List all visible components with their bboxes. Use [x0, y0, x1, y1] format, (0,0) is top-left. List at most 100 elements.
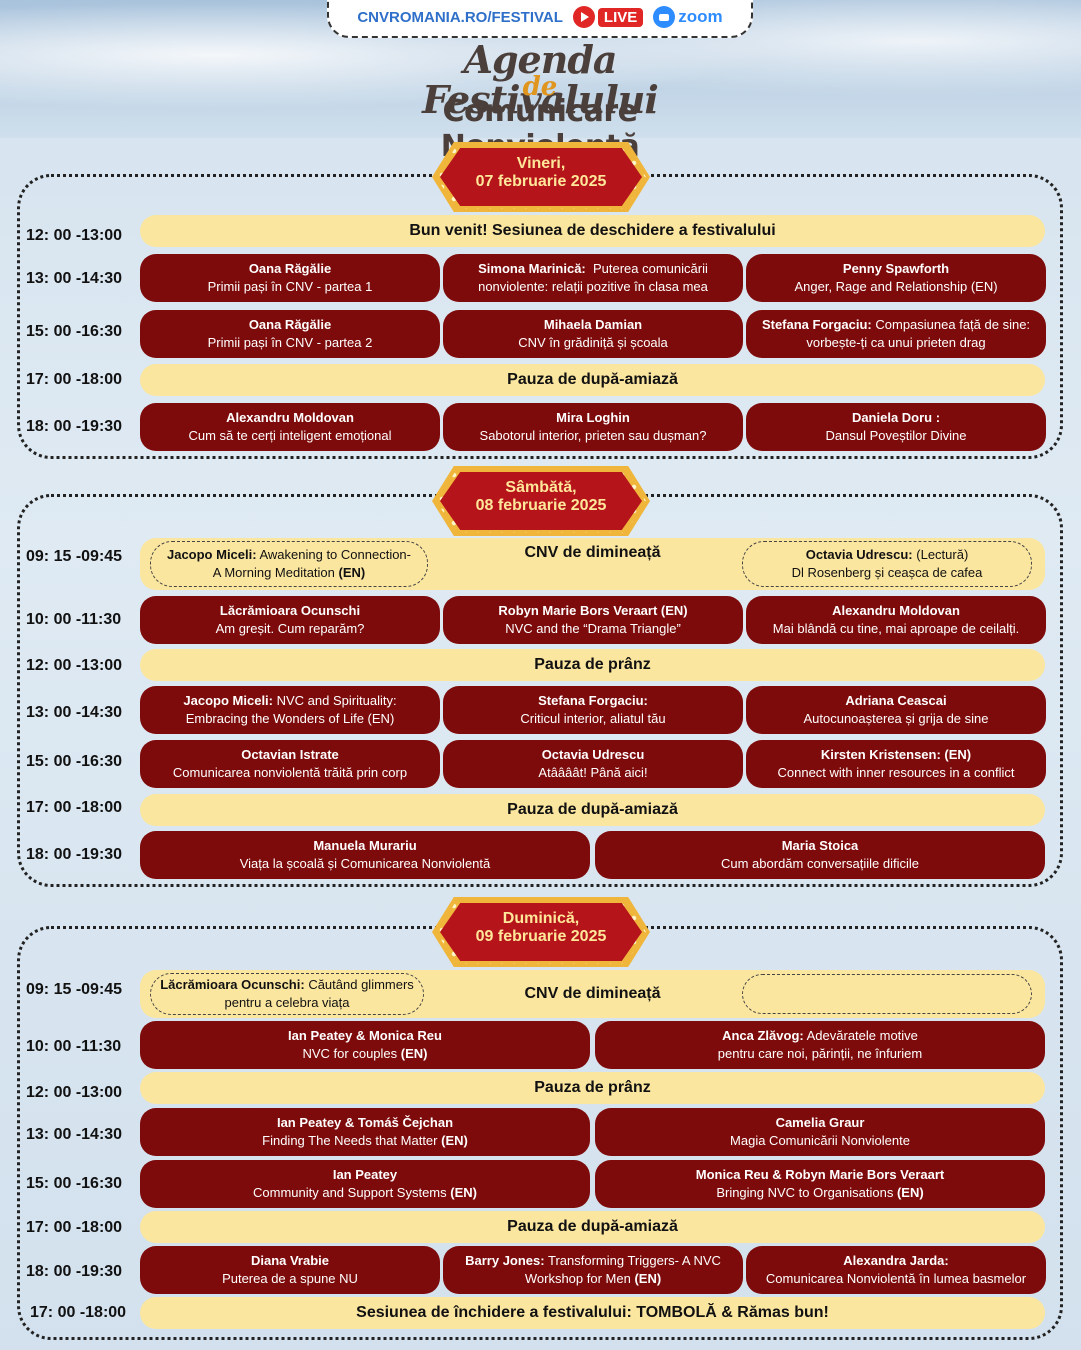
break-row: Pauza de prânz [140, 649, 1045, 681]
session-card[interactable]: Maria Stoica Cum abordăm conversațiile d… [595, 831, 1045, 879]
speaker-name: Alexandru Moldovan [226, 410, 354, 425]
session-title: Comunicarea Nonviolentă în lumea basmelo… [765, 1271, 1027, 1286]
session-title: Magia Comunicării Nonviolente [730, 1133, 910, 1148]
title-line-2: de [522, 72, 558, 102]
session-card[interactable]: Octavia Udrescu Atâââât! Până aici! [443, 740, 743, 788]
session-title-cont: A Morning Meditation [212, 565, 335, 580]
session-card[interactable]: Mira Loghin Sabotorul interior, prieten … [443, 403, 743, 451]
session-card[interactable]: Camelia Graur Magia Comunicării Nonviole… [595, 1108, 1045, 1156]
session-card[interactable]: Stefana Forgaciu: Compasiunea față de si… [746, 310, 1046, 358]
speaker-name: Maria Stoica [781, 838, 859, 853]
session-card[interactable]: Diana Vrabie Puterea de a spune NU [140, 1246, 440, 1294]
session-card[interactable]: Barry Jones: Transforming Triggers- A NV… [443, 1246, 743, 1294]
speaker-name: Alexandru Moldovan [832, 603, 960, 618]
session-card[interactable]: Simona Marinică: Puterea comunicării non… [443, 254, 743, 302]
time-slot: 15: 00 -16:30 [26, 323, 123, 340]
session-card[interactable]: Monica Reu & Robyn Marie Bors Veraart Br… [595, 1160, 1045, 1208]
session-card[interactable]: Kirsten Kristensen: (EN) Connect with in… [746, 740, 1046, 788]
break-row: Pauza de prânz [140, 1072, 1045, 1104]
day-name: Vineri, [516, 155, 566, 172]
session-card[interactable]: Ian Peatey Community and Support Systems… [140, 1160, 590, 1208]
session-card[interactable]: Ian Peatey & Tomáš Čejchan Finding The N… [140, 1108, 590, 1156]
time-slot: 17: 00 -18:00 [30, 1304, 127, 1321]
day-badge-vineri: Vineri,07 februarie 2025 [432, 142, 650, 212]
session-title: (Lectură) [916, 547, 969, 562]
live-badge: LIVE [572, 6, 644, 28]
time-slot: 10: 00 -11:30 [26, 611, 122, 628]
session-title-cont: Embracing the Wonders of Life (EN) [185, 711, 395, 726]
session-card[interactable]: Alexandru Moldovan Cum să te cerți intel… [140, 403, 440, 451]
speaker-name: Alexandra Jarda: [843, 1253, 949, 1268]
session-card[interactable]: Alexandra Jarda: Comunicarea Nonviolentă… [746, 1246, 1046, 1294]
day-date: 07 februarie 2025 [475, 173, 607, 190]
speaker-name: Ian Peatey & Monica Reu [288, 1028, 442, 1043]
session-title: Autocunoașterea și grija de sine [803, 711, 989, 726]
day-date: 09 februarie 2025 [475, 928, 607, 945]
zoom-logo: zoom [653, 6, 723, 28]
morning-sub-session[interactable]: Jacopo Miceli: Awakening to Connection- … [150, 541, 428, 587]
time-slot: 09: 15 -09:45 [26, 548, 123, 565]
session-card[interactable]: Jacopo Miceli: NVC and Spirituality: Emb… [140, 686, 440, 734]
time-slot: 15: 00 -16:30 [26, 753, 123, 770]
session-title: Adevăratele motive [806, 1028, 918, 1043]
morning-sub-session[interactable]: Octavia Udrescu: (Lectură) Dl Rosenberg … [742, 541, 1032, 587]
speaker-name: Camelia Graur [775, 1115, 865, 1130]
session-title: Transforming Triggers- A NVC [547, 1253, 721, 1268]
time-slot: 13: 00 -14:30 [26, 270, 123, 287]
session-title: NVC for couples [302, 1046, 398, 1061]
speaker-name: Stefana Forgaciu: [761, 317, 872, 332]
time-slot: 13: 00 -14:30 [26, 1126, 123, 1143]
day-badge-sambata: Sâmbătă,08 februarie 2025 [432, 466, 650, 536]
session-title: Viața la școală și Comunicarea Nonviolen… [239, 856, 491, 871]
speaker-name: Oana Răgălie [248, 317, 332, 332]
speaker-name: Ian Peatey [332, 1167, 398, 1182]
session-card[interactable]: Ian Peatey & Monica Reu NVC for couples … [140, 1021, 590, 1069]
title-line-1: Agenda Festivalului [422, 37, 659, 122]
session-title-cont: nonviolente: relații pozitive în clasa m… [478, 279, 708, 294]
session-title: Anger, Rage and Relationship (EN) [794, 279, 998, 294]
session-title: Puterea comunicării [592, 261, 708, 276]
session-title: Sabotorul interior, prieten sau dușman? [479, 428, 707, 443]
session-card[interactable]: Anca Zlăvog: Adevăratele motive pentru c… [595, 1021, 1045, 1069]
session-card[interactable]: Mihaela Damian CNV în grădiniță și școal… [443, 310, 743, 358]
session-card[interactable]: Oana Răgălie Primii pași în CNV - partea… [140, 254, 440, 302]
session-title: Primii pași în CNV - partea 1 [207, 279, 373, 294]
session-card[interactable]: Adriana Ceascai Autocunoașterea și grija… [746, 686, 1046, 734]
session-title: Primii pași în CNV - partea 2 [207, 335, 373, 350]
session-card[interactable]: Alexandru Moldovan Mai blândă cu tine, m… [746, 596, 1046, 644]
speaker-name: Octavia Udrescu: [805, 547, 913, 562]
speaker-name: Octavia Udrescu [541, 747, 645, 762]
session-card[interactable]: Robyn Marie Bors Veraart (EN) NVC and th… [443, 596, 743, 644]
session-card[interactable]: Lăcrămioara Ocunschi Am greșit. Cum repa… [140, 596, 440, 644]
time-slot: 15: 00 -16:30 [26, 1175, 123, 1192]
speaker-name: Daniela Doru : [851, 410, 941, 425]
session-card[interactable]: Daniela Doru : Dansul Poveștilor Divine [746, 403, 1046, 451]
closing-session: Sesiunea de închidere a festivalului: TO… [140, 1297, 1045, 1329]
speaker-name: Mihaela Damian [543, 317, 643, 332]
break-row: Pauza de după-amiază [140, 364, 1045, 396]
zoom-label: zoom [678, 7, 723, 26]
language-tag: (EN) [896, 1185, 924, 1200]
session-card[interactable]: Oana Răgălie Primii pași în CNV - partea… [140, 310, 440, 358]
speaker-name: Anca Zlăvog: [722, 1028, 804, 1043]
session-card[interactable]: Stefana Forgaciu: Criticul interior, ali… [443, 686, 743, 734]
language-tag: (EN) [400, 1046, 428, 1061]
time-slot: 10: 00 -11:30 [26, 1038, 122, 1055]
session-title-cont: vorbește-ți ca unui prieten drag [806, 335, 986, 350]
session-title: Compasiunea față de sine: [875, 317, 1031, 332]
morning-sub-session[interactable]: Lăcrămioara Ocunschi: Căutând glimmers p… [150, 973, 424, 1015]
session-title: Atâââât! Până aici! [538, 765, 648, 780]
session-title: NVC and the “Drama Triangle” [505, 621, 681, 636]
speaker-name: Simona Marinică: [478, 261, 586, 276]
session-title-cont: pentru a celebra viața [224, 995, 350, 1010]
speaker-name: Barry Jones: [465, 1253, 545, 1268]
session-card[interactable]: Octavian Istrate Comunicarea nonviolentă… [140, 740, 440, 788]
session-card[interactable]: Manuela Murariu Viața la școală și Comun… [140, 831, 590, 879]
time-slot: 17: 00 -18:00 [26, 799, 123, 816]
time-slot: 12: 00 -13:00 [26, 657, 123, 674]
session-title: Bringing NVC to Organisations [716, 1185, 894, 1200]
session-card[interactable]: Penny Spawforth Anger, Rage and Relation… [746, 254, 1046, 302]
session-title: Criticul interior, aliatul tău [520, 711, 666, 726]
speaker-name: Jacopo Miceli: [183, 693, 273, 708]
website-link[interactable]: CNVROMANIA.RO/FESTIVAL [357, 8, 563, 26]
